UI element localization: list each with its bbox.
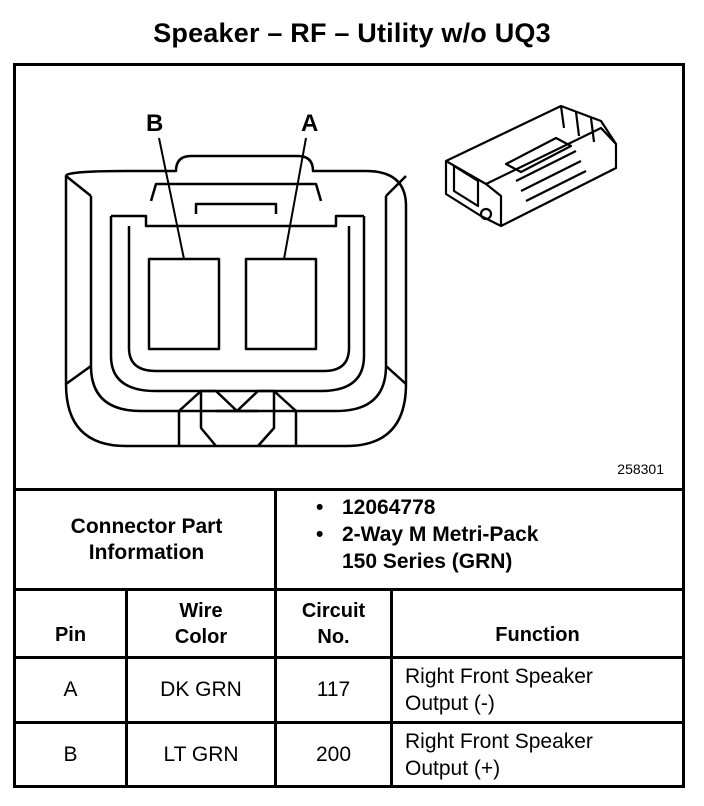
page-title: Speaker – RF – Utility w/o UQ3: [153, 18, 551, 48]
header-pin: Pin: [54, 624, 87, 646]
divider-table-header: [16, 656, 682, 659]
divider-info-column: [274, 488, 277, 588]
row-a-pin: A: [63, 678, 78, 701]
pin-label-a: A: [301, 110, 319, 137]
row-a-circuit: 117: [316, 678, 351, 701]
divider-row-a: [16, 721, 682, 724]
connector-inner-channel: [89, 196, 388, 413]
divider-col-wire: [274, 588, 277, 788]
pin-leader-lines: [158, 137, 307, 260]
connector-keyway: [177, 389, 298, 446]
divider-diagram: [16, 488, 682, 491]
row-b-wire-color: LT GRN: [163, 742, 239, 766]
row-b-circuit: 200: [315, 742, 352, 766]
reference-number: 258301: [617, 461, 664, 477]
connector-info-label-line2: Information: [88, 540, 205, 564]
connector-info-item: •2-Way M Metri-Pack: [316, 523, 539, 546]
connector-face-drawing: [64, 104, 618, 448]
terminal-cavity-a: [244, 257, 318, 351]
row-a-wire-color: DK GRN: [160, 678, 242, 701]
connector-type: 2-Way M Metri-Pack: [342, 523, 539, 546]
connector-info-label-line1: Connector Part: [70, 514, 223, 538]
connector-diagram: B A 258301: [16, 66, 682, 488]
connector-info-list: •12064778 •2-Way M Metri-Pack 150 Series…: [316, 494, 538, 575]
connector-info-item: •12064778: [316, 496, 436, 519]
divider-connector-info: [16, 588, 682, 591]
divider-col-pin: [125, 588, 128, 788]
connector-3d-view: [444, 104, 618, 228]
divider-col-circuit: [390, 588, 393, 788]
part-number: 12064778: [342, 496, 436, 519]
connector-info-label: Connector Part Information: [16, 491, 277, 588]
connector-info-item: 150 Series (GRN): [316, 548, 538, 575]
connector-sheet: B A 258301 Connector Part Information •1…: [13, 63, 685, 788]
connector-series: 150 Series (GRN): [342, 550, 513, 573]
row-b-pin: B: [63, 742, 78, 766]
terminal-cavity-b: [147, 257, 221, 351]
connector-outer-body: [64, 154, 408, 448]
connector-latch: [149, 182, 323, 202]
header-function: Function: [495, 624, 580, 646]
pin-label-b: B: [146, 110, 164, 137]
connector-cavity: [111, 214, 364, 228]
